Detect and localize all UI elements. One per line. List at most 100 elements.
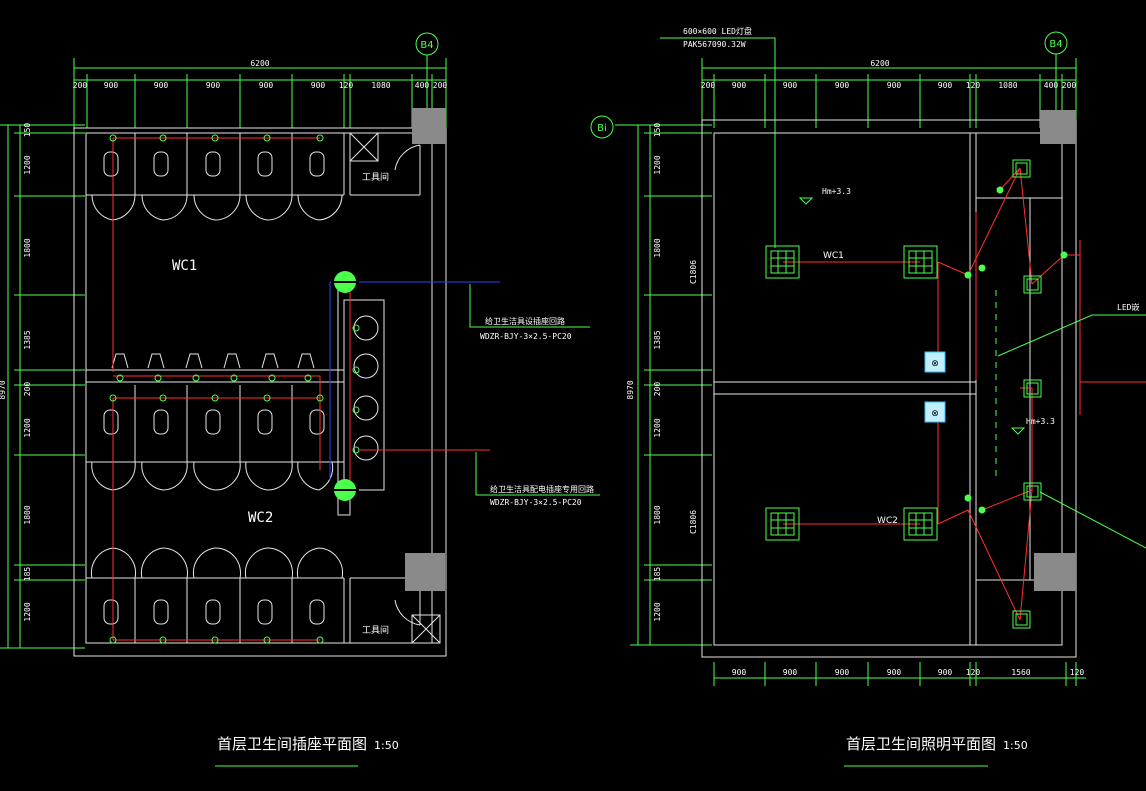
- column: [1040, 110, 1076, 144]
- led-label: LED嵌: [1117, 303, 1139, 312]
- right-circuits: [783, 167, 1146, 621]
- tool-room-2: 工具间: [362, 624, 389, 636]
- left-top-dimension: [73, 58, 447, 128]
- dim-label: 900: [206, 81, 221, 90]
- dim-label: 900: [938, 81, 953, 90]
- dim-label: 1560: [1011, 668, 1030, 677]
- left-circuits: [112, 137, 490, 641]
- dim-label: 150: [653, 123, 662, 138]
- dim-label: 1800: [23, 238, 32, 257]
- window-tag-1: C1806: [689, 260, 698, 284]
- grid-bubble-label: B4: [420, 40, 433, 51]
- dim-label: 900: [154, 81, 169, 90]
- led-leader: [997, 314, 1146, 357]
- led-panel-icon: [765, 507, 800, 541]
- dim-label: 1200: [23, 155, 32, 174]
- dim-label: 900: [938, 668, 953, 677]
- dim-label: 200: [1062, 81, 1077, 90]
- note-leaders: [469, 284, 600, 496]
- dim-label: 200: [653, 382, 662, 397]
- dim-label: 120: [339, 81, 354, 90]
- tool-room-doors: [394, 144, 421, 626]
- tool-room-1: 工具间: [362, 171, 389, 183]
- dim-label: 1385: [23, 330, 32, 349]
- dim-label: 900: [732, 668, 747, 677]
- elevation-mark: [798, 197, 814, 205]
- column: [412, 108, 446, 144]
- stalls-bottom: [90, 547, 343, 643]
- dim-label: 900: [311, 81, 326, 90]
- right-plan-title: 首层卫生间照明平面图: [846, 735, 996, 753]
- right-side-dim-labels: 150 1200 1800 1385 200 1200 1800 185 120…: [653, 123, 662, 622]
- note1-title: 给卫生洁具设插座回路: [485, 316, 565, 326]
- switch-icons: [964, 186, 1068, 514]
- dim-label: 200: [701, 81, 716, 90]
- dim-label: 1200: [653, 418, 662, 437]
- dim-label: 900: [887, 81, 902, 90]
- window-tag-2: C1806: [689, 510, 698, 534]
- shafts: [349, 132, 441, 644]
- left-total-width: 6200: [250, 59, 269, 68]
- dim-label: 900: [783, 81, 798, 90]
- left-side-dim-labels: 150 1200 1800 1385 200 1200 1800 185 120…: [23, 123, 32, 622]
- dim-label: 120: [1070, 668, 1085, 677]
- svg-text:⊗: ⊗: [931, 409, 939, 419]
- right-total-width: 6200: [870, 59, 889, 68]
- exhaust-fan-icon: ⊗: [924, 351, 946, 373]
- right-walls: [701, 119, 1077, 658]
- right-bottom-dim-labels: 900 900 900 900 900 120 1560 120: [732, 668, 1085, 677]
- right-top-dim-labels: 200 900 900 900 900 900 120 1080 400 200: [701, 81, 1077, 90]
- dim-label: 1385: [653, 330, 662, 349]
- dim-label: 1080: [998, 81, 1017, 90]
- left-plan-title: 首层卫生间插座平面图: [217, 735, 367, 753]
- dim-label: 900: [104, 81, 119, 90]
- downlight-icons: [1012, 159, 1042, 629]
- dim-label: 200: [23, 382, 32, 397]
- stalls-top: [91, 133, 343, 221]
- dim-label: 1200: [653, 155, 662, 174]
- dim-label: 900: [835, 668, 850, 677]
- right-plan: 6200 200 900 900 900 900 900 120 1080 40…: [590, 26, 1146, 767]
- led-panel-icon: [765, 245, 800, 279]
- fixture-tag-2: PAK567090.32W: [683, 40, 746, 49]
- height-label-2: Hm+3.3: [1026, 417, 1055, 426]
- elevation-mark: [1010, 427, 1026, 435]
- dim-label: 185: [653, 567, 662, 582]
- dim-label: 120: [966, 81, 981, 90]
- urinals: [111, 353, 315, 369]
- hand-dryer-icon: [331, 271, 359, 293]
- dim-label: 900: [732, 81, 747, 90]
- left-plan: 6200 200 900 900 900 900 900 120 1080 40…: [0, 32, 600, 767]
- height-label-1: Hm+3.3: [822, 187, 851, 196]
- right-top-dimension: [701, 58, 1077, 128]
- grid-bubble: [590, 115, 614, 139]
- dim-label: 900: [783, 668, 798, 677]
- left-walls: [73, 127, 447, 657]
- dim-label: 1800: [653, 505, 662, 524]
- note2-title: 给卫生洁具配电插座专用回路: [490, 484, 594, 494]
- room-label-wc1: WC1: [823, 251, 844, 261]
- svg-text:⊗: ⊗: [931, 359, 939, 369]
- grid-bubble-label: B4: [1049, 39, 1062, 50]
- dim-label: 900: [835, 81, 850, 90]
- right-bottom-dimension: [713, 662, 1086, 686]
- dim-label: 1800: [653, 238, 662, 257]
- dim-label: 1200: [653, 602, 662, 621]
- dim-label: 1800: [23, 505, 32, 524]
- exhaust-fan-icon: ⊗: [924, 401, 946, 423]
- left-side-dimension: [0, 124, 85, 649]
- dim-label: 150: [23, 123, 32, 138]
- sockets: [109, 134, 360, 644]
- hand-dryer-icon: [331, 479, 359, 501]
- dim-label: 400: [1044, 81, 1059, 90]
- dim-label: 185: [23, 567, 32, 582]
- stalls-middle: [91, 385, 334, 491]
- room-label-wc1: WC1: [172, 258, 197, 274]
- dim-label: 1080: [371, 81, 390, 90]
- room-label-wc2: WC2: [248, 510, 273, 526]
- dim-label: 200: [73, 81, 88, 90]
- dim-label: 200: [433, 81, 448, 90]
- dim-label: 1200: [23, 418, 32, 437]
- note2-spec: WDZR-BJY-3×2.5-PC20: [490, 498, 582, 507]
